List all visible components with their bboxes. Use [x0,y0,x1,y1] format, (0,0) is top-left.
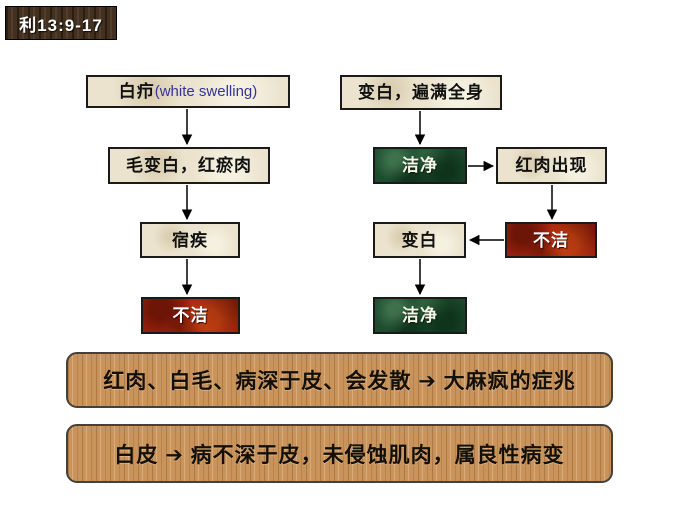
flow-box-white-swelling: 白疖 (white swelling) [86,75,290,108]
flow-box-white-whole-body: 变白，遍满全身 [340,75,502,110]
flow-box-clean-top: 洁净 [373,147,467,184]
flow-box-hair-white-raw-flesh: 毛变白，红瘀肉 [108,147,270,184]
flow-box-label: 不洁 [172,306,209,325]
flow-box-unclean-right: 不洁 [505,222,597,258]
flow-box-label: 变白，遍满全身 [358,83,484,102]
note-banner-text: 红肉、白毛、病深于皮、会发散 ➔ 大麻疯的症兆 [103,370,576,393]
note-banner-leprosy-signs: 红肉、白毛、病深于皮、会发散 ➔ 大麻疯的症兆 [66,352,613,408]
flow-box-label: 不洁 [533,230,569,250]
flow-box-label: 变白 [401,230,438,250]
flow-box-white-swelling-zh: 白疖 [118,82,155,101]
flow-box-label: 宿疾 [172,230,208,250]
flow-box-label: 洁净 [402,156,438,175]
flow-box-clean-bottom: 洁净 [373,297,467,334]
flow-box-raw-flesh-appears: 红肉出现 [496,147,607,184]
flow-box-unclean-left: 不洁 [141,297,240,334]
scripture-reference-label: 利13:9-17 [19,15,103,35]
flow-box-label: 红肉出现 [515,156,588,175]
note-banner-benign-lesion: 白皮 ➔ 病不深于皮，未侵蚀肌肉，属良性病变 [66,424,613,483]
flow-box-chronic-disease: 宿疾 [140,222,240,258]
note-banner-text: 白皮 ➔ 病不深于皮，未侵蚀肌肉，属良性病变 [114,443,565,467]
scripture-reference-badge: 利13:9-17 [5,6,117,40]
flow-box-label: 洁净 [402,306,438,325]
flow-box-label: 毛变白，红瘀肉 [126,156,252,175]
flow-box-white-swelling-en: (white swelling) [154,83,258,100]
flow-box-turns-white: 变白 [373,222,466,258]
